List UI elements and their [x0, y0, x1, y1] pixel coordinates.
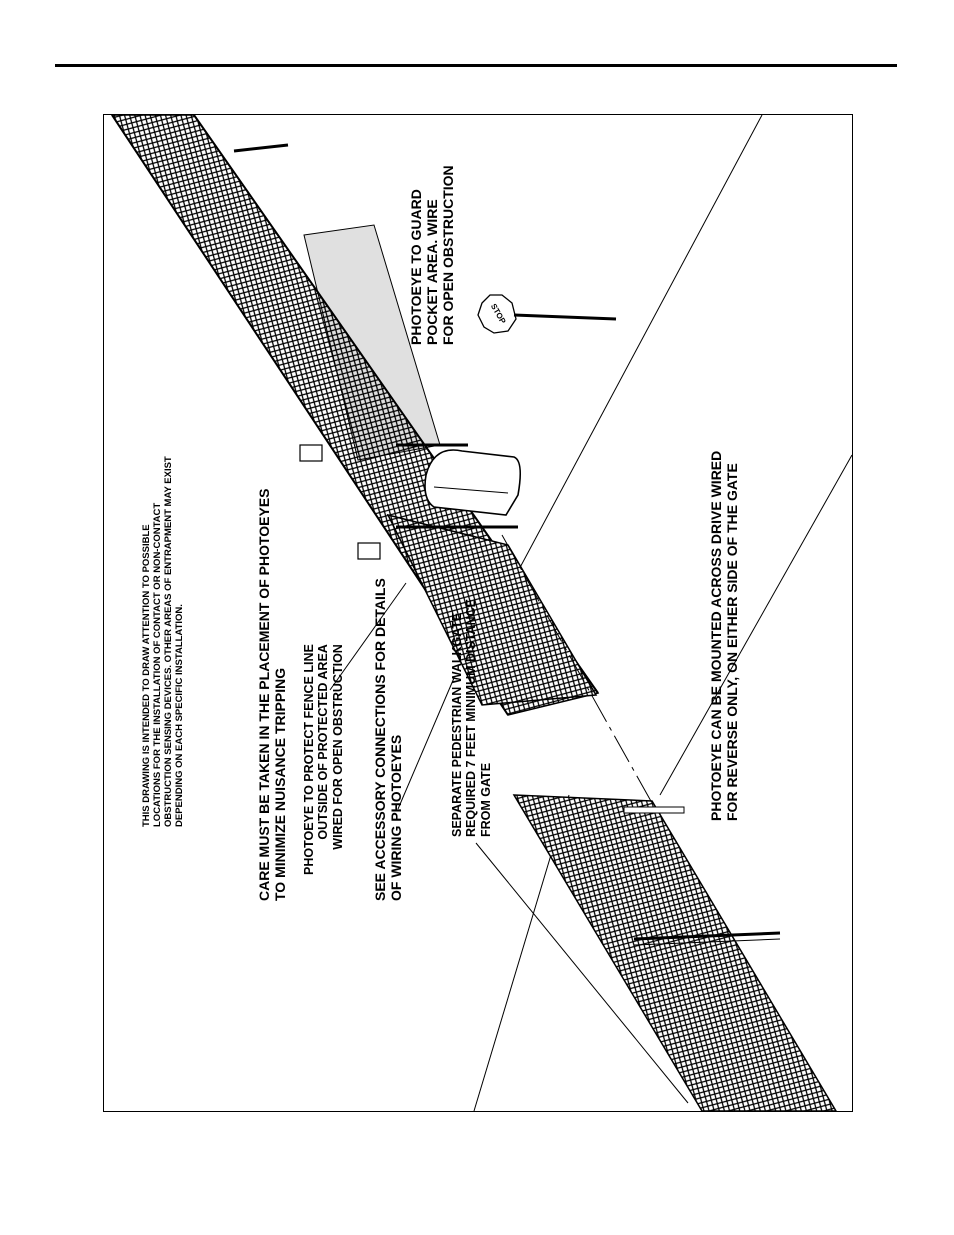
leader-lines [329, 582, 689, 1104]
road-edge-far [515, 115, 763, 576]
pocket-line: PHOTOEYE TO GUARD [408, 189, 424, 345]
photoeye-post [623, 806, 685, 814]
fence-line-text: WIRED FOR OPEN OBSTRUCTION [330, 644, 345, 850]
pocket-line: FOR OPEN OBSTRUCTION [440, 165, 457, 345]
fence-line-text: OUTSIDE OF PROTECTED AREA [316, 644, 331, 840]
fence-line-text: PHOTOEYE TO PROTECT FENCE LINE [302, 644, 316, 875]
road-edge-near [659, 454, 852, 796]
across-drive-note: PHOTOEYE CAN BE MOUNTED ACROSS DRIVE WIR… [708, 451, 740, 821]
stop-sign: STOP [477, 294, 617, 334]
disclaimer-note: THIS DRAWING IS INTENDED TO DRAW ATTENTI… [141, 456, 186, 827]
gate-diagram: STOP [111, 115, 852, 1111]
photoeye-beam [501, 534, 653, 804]
accessory-line: SEE ACCESSORY CONNECTIONS FOR DETAILS [372, 578, 388, 901]
pocket-line: POCKET AREA. WIRE [424, 199, 441, 345]
walkgate-panel [512, 794, 837, 1111]
walkgate-line: FROM GATE [478, 762, 493, 837]
diagram-frame: STOP THIS DRAWING IS INTENDED TO DRAW AT… [103, 114, 853, 1112]
care-note: CARE MUST BE TAKEN IN THE PLACEMENT OF P… [256, 488, 288, 901]
gate-operator [424, 449, 522, 516]
pocket-note: PHOTOEYE TO GUARD POCKET AREA. WIRE FOR … [408, 165, 456, 345]
walkgate-note: SEPARATE PEDESTRIAN WALKGATE REQUIRED 7 … [450, 599, 493, 837]
accessory-note: SEE ACCESSORY CONNECTIONS FOR DETAILS OF… [372, 578, 404, 901]
gate-leaf [386, 513, 598, 706]
walkgate-line: SEPARATE PEDESTRIAN WALKGATE [450, 612, 464, 837]
walkgate-line: REQUIRED 7 FEET MINIMUM DISTANCE [464, 599, 479, 837]
across-drive-line: FOR REVERSE ONLY, ON EITHER SIDE OF THE … [724, 463, 741, 821]
across-drive-line: PHOTOEYE CAN BE MOUNTED ACROSS DRIVE WIR… [708, 450, 724, 821]
care-line: TO MINIMIZE NUISANCE TRIPPING [272, 667, 289, 901]
care-line: CARE MUST BE TAKEN IN THE PLACEMENT OF P… [256, 488, 272, 901]
fence-line-note: PHOTOEYE TO PROTECT FENCE LINE OUTSIDE O… [302, 644, 345, 875]
posts [233, 143, 518, 560]
header-rule [55, 64, 897, 67]
accessory-line: OF WIRING PHOTOEYES [388, 734, 405, 901]
disclaimer-line: DEPENDING ON EACH SPECIFIC INSTALLATION. [173, 604, 185, 827]
